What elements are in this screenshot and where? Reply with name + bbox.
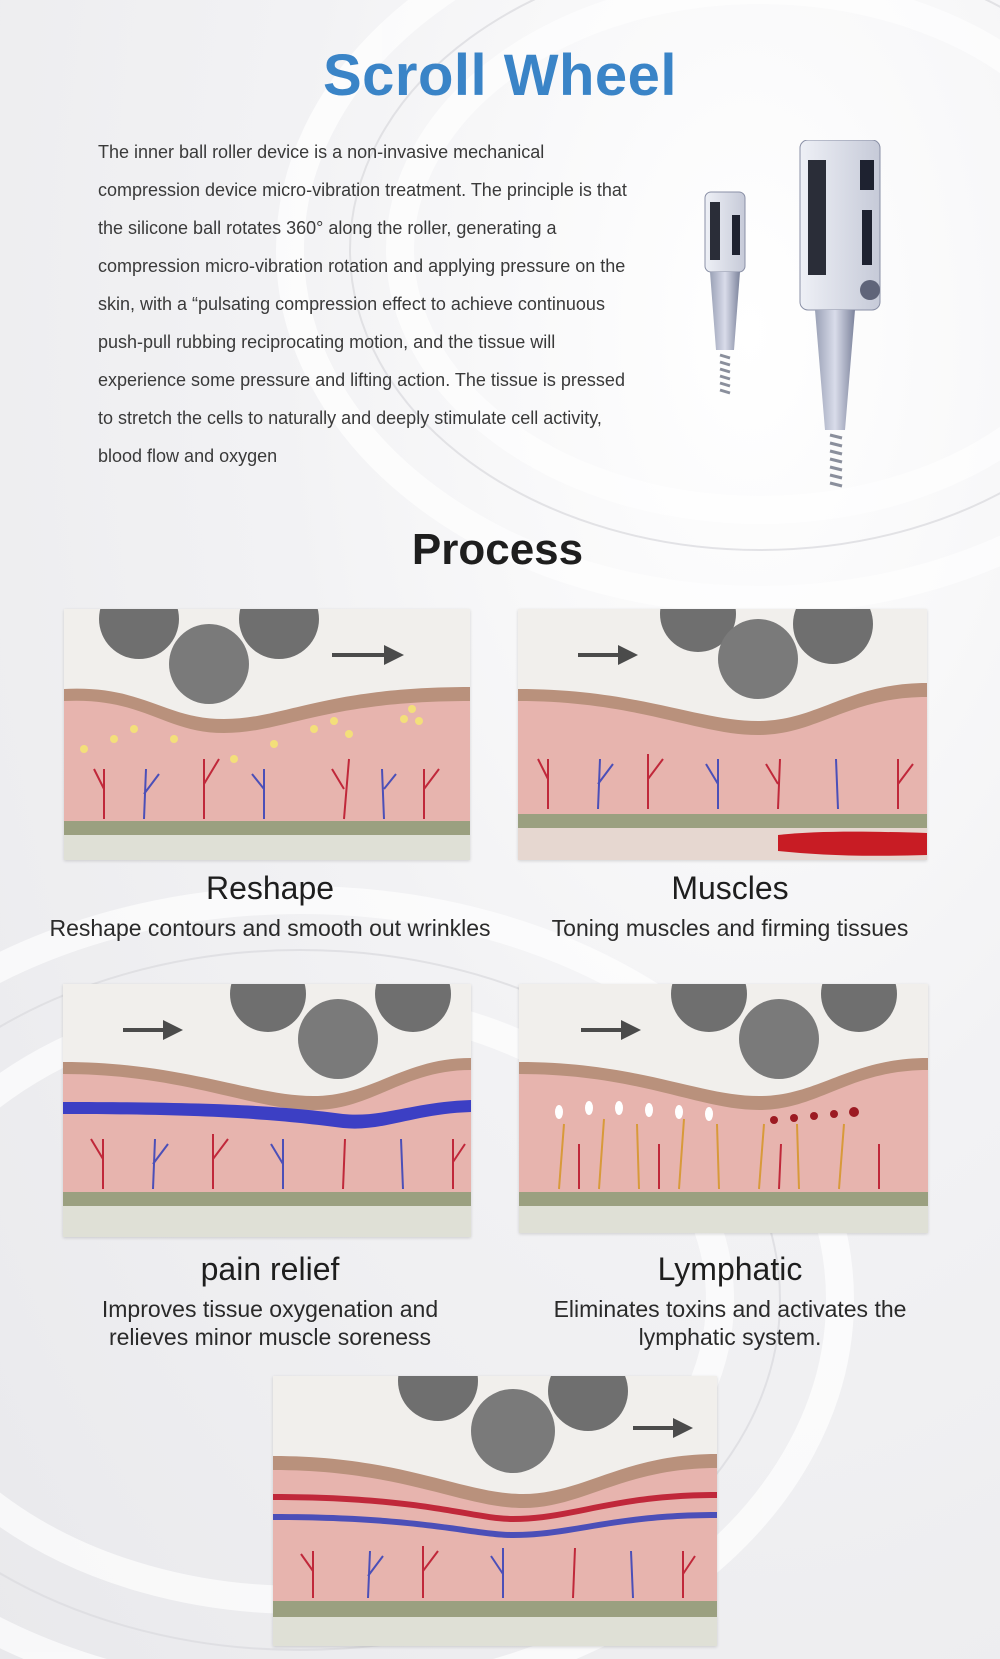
- device-handpiece-icon: [704, 140, 881, 488]
- process-image-lymphatic: [519, 984, 928, 1233]
- caption-title-reshape: Reshape: [205, 870, 335, 906]
- arrow-right-icon: [578, 645, 638, 665]
- roller-ball-icon: [230, 984, 451, 1079]
- caption-desc-pain-relief: Improves tissue oxygenation and relieves…: [101, 1296, 439, 1350]
- caption-title-muscles: Muscles: [671, 870, 789, 906]
- roller-ball-icon: [671, 984, 897, 1079]
- arrow-right-icon: [123, 1020, 183, 1040]
- caption-title-pain-relief: pain relief: [200, 1251, 340, 1287]
- process-image-muscles: [518, 609, 927, 860]
- arrow-right-icon: [581, 1020, 641, 1040]
- intro-paragraph: The inner ball roller device is a non-in…: [98, 142, 627, 466]
- caption-desc-lymphatic: Eliminates toxins and activates the lymp…: [553, 1296, 907, 1350]
- roller-ball-icon: [398, 1376, 628, 1473]
- page-title: Scroll Wheel: [322, 43, 678, 108]
- arrow-right-icon: [633, 1418, 693, 1438]
- process-title: Process: [411, 525, 584, 574]
- process-image-pain-relief: [63, 984, 471, 1237]
- process-image-circulation: [273, 1376, 717, 1646]
- roller-ball-icon: [99, 609, 319, 704]
- caption-desc-reshape: Reshape contours and smooth out wrinkles: [49, 915, 491, 941]
- caption-title-lymphatic: Lymphatic: [657, 1251, 803, 1287]
- caption-desc-muscles: Toning muscles and firming tissues: [551, 915, 909, 941]
- arrow-right-icon: [332, 645, 404, 665]
- roller-ball-icon: [660, 609, 873, 699]
- process-image-reshape: [64, 609, 470, 860]
